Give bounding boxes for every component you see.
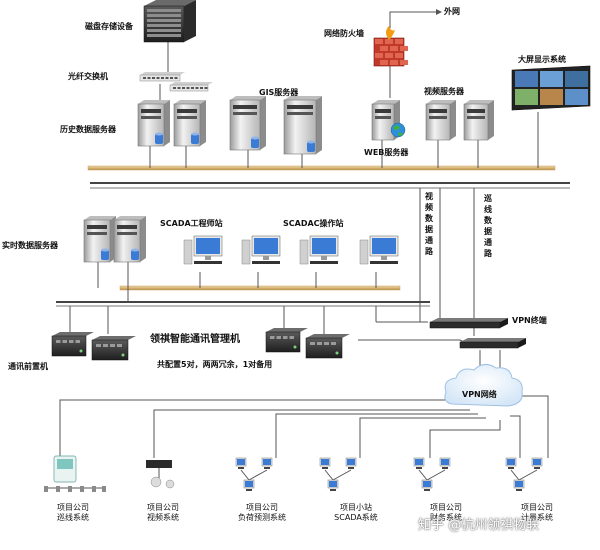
workstation-icon: [413, 457, 425, 469]
workstation-icon: [505, 457, 517, 469]
label-video-channel: 视频数据通路: [425, 192, 433, 256]
server-tower-icon: [425, 100, 456, 141]
sensor-icon: [80, 486, 84, 492]
label-patrol-channel: 巡线数据通路: [484, 194, 492, 258]
internet-link: [389, 11, 436, 28]
workstation-icon: [421, 479, 433, 491]
workstation-icon: [241, 235, 281, 265]
workstation-icon: [299, 235, 339, 265]
label-gis-server: GIS服务器: [259, 88, 299, 97]
label-realtime-server: 实时数据服务器: [2, 241, 58, 250]
rack-unit-icon: [91, 336, 136, 361]
workstation-icon: [319, 457, 331, 469]
server-tower-icon: [113, 216, 146, 263]
label-scada-engineer: SCADA工程师站: [160, 219, 223, 228]
switch-icon: [169, 82, 213, 92]
workstation-icon: [439, 457, 451, 469]
switch-icon: [139, 72, 185, 82]
workstation-icon: [327, 479, 339, 491]
watermark: 知乎 @杭州领祺物联: [418, 518, 540, 533]
label-video-server: 视频服务器: [424, 87, 464, 96]
workstation-icon: [261, 457, 273, 469]
label-big-screen: 大屏显示系统: [518, 55, 566, 64]
label-history-server: 历史数据服务器: [60, 125, 116, 134]
label-vpn-terminal: VPN终端: [512, 316, 547, 325]
site-link: [522, 395, 549, 458]
devices: [44, 0, 591, 492]
site-link: [510, 415, 521, 458]
link: [248, 469, 268, 481]
connection-lines: [46, 9, 570, 489]
sensor-icon: [102, 486, 106, 492]
label-web-server: WEB服务器: [364, 148, 409, 157]
site-link: [275, 413, 478, 458]
server-tower-icon: [229, 96, 266, 151]
link: [426, 469, 446, 481]
label-fiber-switch: 光纤交换机: [68, 72, 108, 81]
site-link: [429, 420, 501, 458]
server-tower-icon: [283, 96, 322, 155]
workstation-icon: [235, 457, 247, 469]
link: [418, 469, 428, 481]
label-comm-manager: 领祺智能通讯管理机: [150, 334, 240, 345]
cloud-icon: [444, 364, 523, 407]
rack-unit-icon: [305, 334, 350, 359]
top-bus: [87, 165, 556, 171]
sensor-icon: [56, 486, 60, 492]
bottom-system-label: 项目公司视频系统: [147, 503, 179, 522]
bottom-system-label: 项目公司财务系统: [430, 503, 462, 522]
link: [332, 469, 352, 481]
sensor-icon: [44, 486, 48, 492]
firewall-icon: [373, 26, 408, 67]
patrol-terminal-icon: [53, 455, 77, 483]
bottom-system-label: 项目公司计量系统: [521, 503, 553, 522]
server-tower-icon: [137, 100, 170, 147]
bottom-system-label: 项目公司负荷预测系统: [238, 503, 286, 522]
vpn-device-icon: [429, 318, 508, 329]
vpn-device-icon: [459, 338, 526, 349]
site-link: [359, 417, 486, 458]
label-disk-storage: 磁盘存储设备: [85, 22, 133, 31]
link: [240, 469, 250, 481]
link: [324, 469, 334, 481]
server-tower-icon: [463, 100, 494, 141]
label-comm-front: 通讯前置机: [8, 362, 48, 371]
site-link: [153, 409, 470, 458]
scada-bus: [119, 285, 401, 291]
sensor-icon: [92, 486, 96, 492]
workstation-icon: [345, 457, 357, 469]
workstation-icon: [359, 235, 399, 265]
link: [510, 469, 520, 481]
label-firewall: 网络防火墙: [324, 29, 364, 38]
link: [518, 469, 538, 481]
workstation-icon: [243, 479, 255, 491]
dvr-icon: [146, 460, 175, 489]
site-link: [59, 399, 450, 458]
bottom-system-label: 项目公司巡线系统: [57, 503, 89, 522]
rack-unit-icon: [51, 332, 94, 357]
workstation-icon: [531, 457, 543, 469]
label-comm-note: 共配置5对，两两冗余，1对备用: [157, 360, 273, 369]
rack-unit-icon: [265, 328, 308, 353]
label-scada-operator: SCADAC操作站: [283, 219, 344, 228]
globe-icon: [390, 122, 406, 138]
server-tower-icon: [83, 216, 116, 263]
disk-array-icon: [143, 0, 196, 43]
workstation-icon: [183, 235, 223, 265]
vpn-link: [358, 339, 471, 346]
sensor-icon: [68, 486, 72, 492]
label-vpn-network: VPN网络: [462, 390, 497, 399]
server-tower-icon: [173, 100, 206, 147]
label-internet: 外网: [444, 7, 460, 16]
workstation-icon: [513, 479, 525, 491]
video-wall-icon: [511, 65, 591, 111]
